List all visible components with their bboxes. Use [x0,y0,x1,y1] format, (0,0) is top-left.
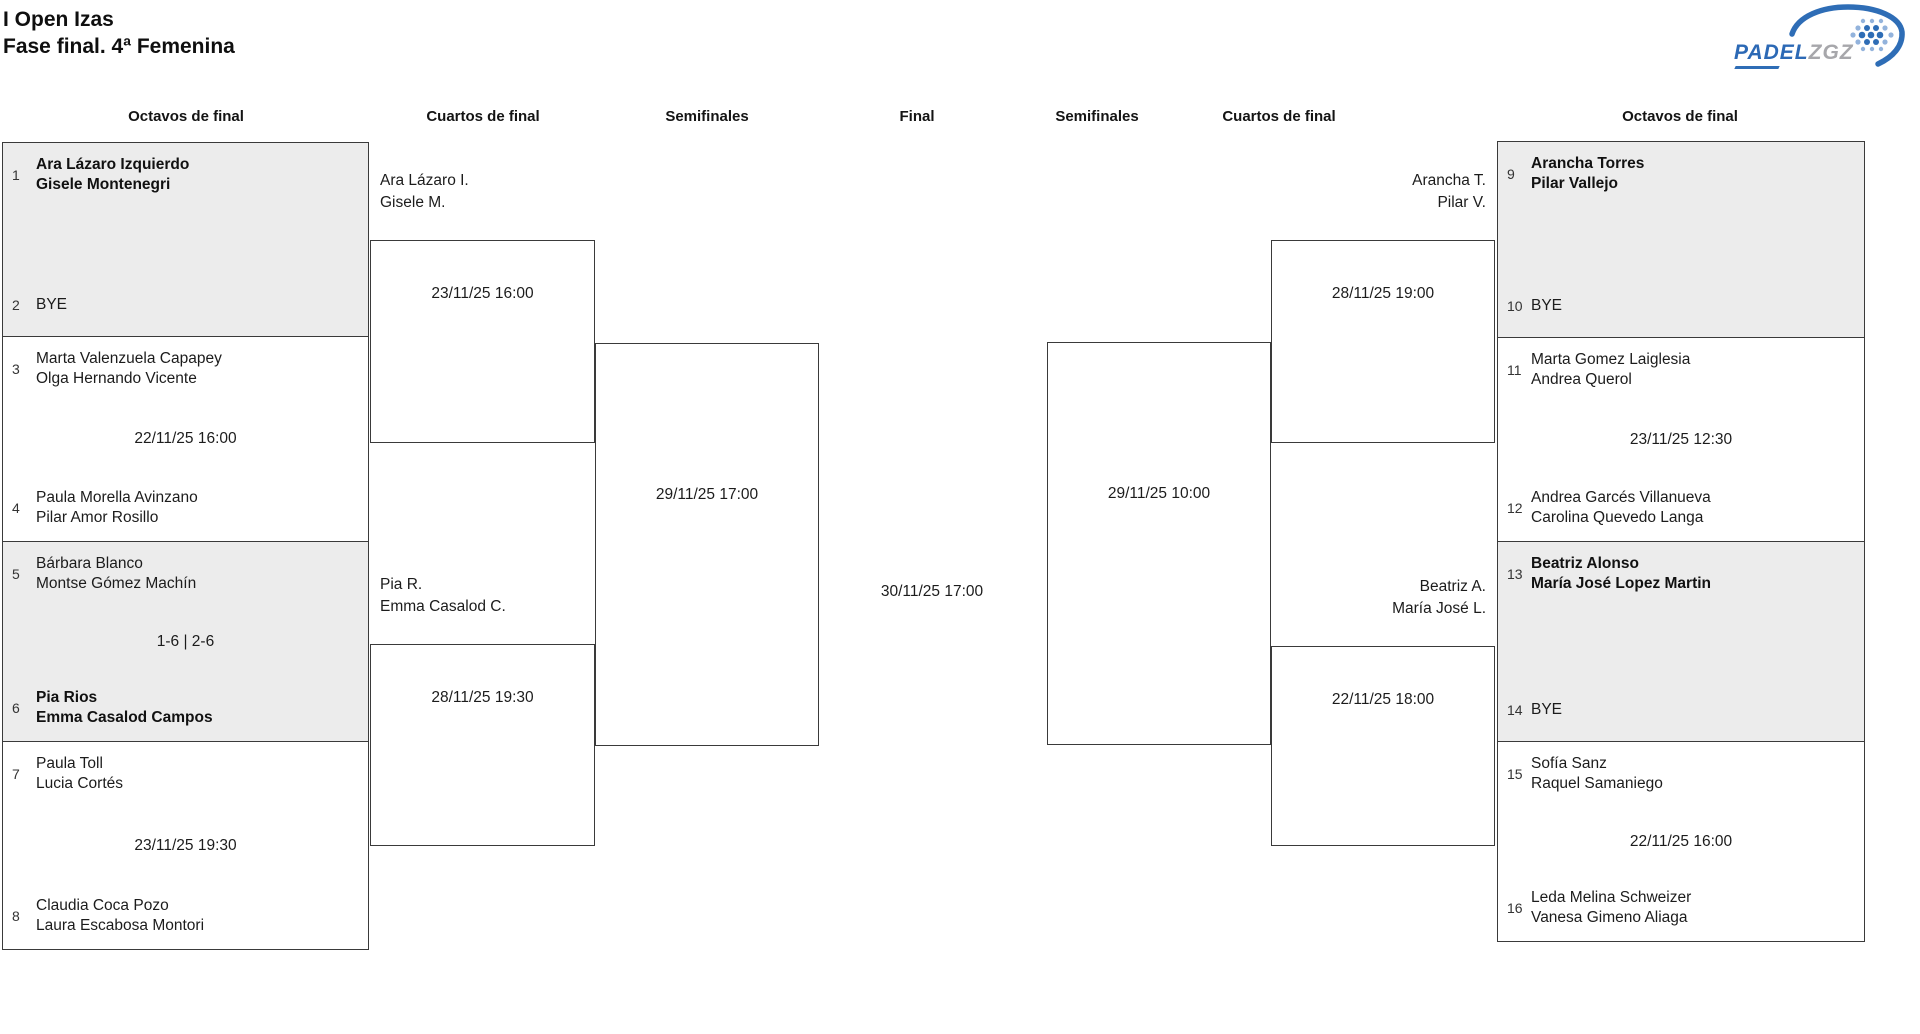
winner-label: Pia R. Emma Casalod C. [380,576,506,615]
match-date: 23/11/25 19:30 [134,836,237,854]
tournament-name: I Open Izas [3,8,114,31]
team-name: Claudia Coca Pozo Laura Escabosa Montori [36,897,205,934]
team-entry: 1 Ara Lázaro Izquierdo Gisele Montenegri [12,155,362,195]
match-box-7-8: 7 Paula Toll Lucia Cortés 23/11/25 19:30… [2,741,369,950]
team-entry: 9 Arancha Torres Pilar Vallejo [1507,154,1858,194]
team-name: Paula Morella Avinzano Pilar Amor Rosill… [36,489,198,526]
team-name: Marta Valenzuela Capapey Olga Hernando V… [36,350,222,387]
padelzgz-logo: PADELZGZ [1722,4,1914,70]
round-header-cuartos-right: Cuartos de final [1222,108,1336,125]
team-name: Pia Rios Emma Casalod Campos [36,689,213,726]
match-date: 29/11/25 17:00 [655,486,759,503]
team-entry: 7 Paula Toll Lucia Cortés [12,754,362,794]
match-box-11-12: 11 Marta Gomez Laiglesia Andrea Querol 2… [1497,337,1865,542]
match-date: 23/11/25 12:30 [1629,430,1733,448]
match-box-9-10: 9 Arancha Torres Pilar Vallejo 10 BYE [1497,141,1865,338]
match-date: 22/11/25 18:00 [1331,691,1435,708]
team-entry: 14 BYE [1507,700,1858,720]
seed-number: 14 [1507,702,1523,718]
quarterfinal-box: 22/11/25 18:00 [1271,646,1495,846]
team-name: BYE [36,296,68,313]
team-name: Andrea Garcés Villanueva Carolina Queved… [1531,489,1711,526]
seed-number: 16 [1507,900,1523,916]
team-entry: 3 Marta Valenzuela Capapey Olga Hernando… [12,349,362,389]
team-entry: 15 Sofía Sanz Raquel Samaniego [1507,754,1858,794]
round-header-semifinales-left: Semifinales [665,108,749,125]
match-box-1-2: 1 Ara Lázaro Izquierdo Gisele Montenegri… [2,142,369,337]
seed-number: 7 [12,766,20,782]
seed-number: 11 [1507,362,1522,378]
team-entry: 2 BYE [12,295,362,315]
team-entry: 10 BYE [1507,296,1858,316]
team-name: Bárbara Blanco Montse Gómez Machín [36,555,197,592]
team-name: Sofía Sanz Raquel Samaniego [1531,755,1663,792]
logo-text-zgz: ZGZ [1808,41,1854,64]
team-entry: 16 Leda Melina Schweizer Vanesa Gimeno A… [1507,888,1858,928]
round-header-octavos-left: Octavos de final [128,108,244,125]
round-header-final: Final [899,108,935,125]
team-entry: 8 Claudia Coca Pozo Laura Escabosa Monto… [12,896,362,936]
seed-number: 8 [12,908,20,924]
team-entry: 13 Beatriz Alonso María José Lopez Marti… [1507,554,1858,594]
match-box-3-4: 3 Marta Valenzuela Capapey Olga Hernando… [2,336,369,542]
team-name: Ara Lázaro Izquierdo Gisele Montenegri [36,156,190,193]
match-date: 29/11/25 10:00 [1107,485,1211,502]
winner-label: Ara Lázaro I. Gisele M. [380,172,469,211]
match-date: 22/11/25 16:00 [1629,832,1733,850]
phase-category: Fase final. 4ª Femenina [3,35,235,58]
logo-underline [1734,66,1780,69]
team-name: Beatriz Alonso María José Lopez Martin [1531,555,1712,592]
team-name: Arancha Torres Pilar Vallejo [1531,155,1645,192]
seed-number: 3 [12,361,20,377]
match-score: 1-6 | 2-6 [156,632,215,650]
team-entry: 6 Pia Rios Emma Casalod Campos [12,688,362,728]
seed-number: 5 [12,566,20,582]
seed-number: 2 [12,297,20,313]
team-name: BYE [1531,297,1563,314]
team-name: BYE [1531,701,1563,718]
match-date: 28/11/25 19:30 [431,689,534,706]
match-date: 22/11/25 16:00 [134,430,237,447]
team-entry: 4 Paula Morella Avinzano Pilar Amor Rosi… [12,488,362,528]
team-entry: 11 Marta Gomez Laiglesia Andrea Querol [1507,350,1858,390]
logo-wordmark: PADELZGZ [1734,41,1854,65]
seed-number: 6 [12,700,20,716]
team-name: Leda Melina Schweizer Vanesa Gimeno Alia… [1531,889,1692,926]
team-entry: 12 Andrea Garcés Villanueva Carolina Que… [1507,488,1858,528]
match-box-5-6: 5 Bárbara Blanco Montse Gómez Machín 1-6… [2,541,369,742]
seed-number: 13 [1507,566,1523,582]
semifinal-box: 29/11/25 17:00 [595,343,819,746]
seed-number: 10 [1507,298,1523,314]
match-date: 23/11/25 16:00 [431,285,534,302]
semifinal-box: 29/11/25 10:00 [1047,342,1271,745]
seed-number: 12 [1507,500,1523,516]
quarterfinal-box: 23/11/25 16:00 [370,240,595,443]
seed-number: 1 [12,167,20,183]
final-match-date: 30/11/25 17:00 [880,583,984,600]
quarterfinal-box: 28/11/25 19:30 [370,644,595,846]
round-header-semifinales-right: Semifinales [1055,108,1139,125]
padel-racket-icon [1789,4,1905,67]
match-date: 28/11/25 19:00 [1331,285,1435,302]
team-entry: 5 Bárbara Blanco Montse Gómez Machín [12,554,362,594]
team-name: Paula Toll Lucia Cortés [36,755,124,792]
match-box-15-16: 15 Sofía Sanz Raquel Samaniego 22/11/25 … [1497,741,1865,942]
seed-number: 15 [1507,766,1523,782]
seed-number: 4 [12,500,20,516]
match-box-13-14: 13 Beatriz Alonso María José Lopez Marti… [1497,541,1865,742]
winner-label: Beatriz A. María José L. [1392,578,1486,617]
winner-label: Arancha T. Pilar V. [1412,172,1486,211]
round-header-cuartos-left: Cuartos de final [426,108,540,125]
page-title: I Open Izas Fase final. 4ª Femenina [3,6,235,60]
quarterfinal-box: 28/11/25 19:00 [1271,240,1495,443]
round-header-octavos-right: Octavos de final [1622,108,1738,125]
team-name: Marta Gomez Laiglesia Andrea Querol [1531,351,1691,388]
logo-text-padel: PADEL [1734,41,1809,64]
seed-number: 9 [1507,166,1515,182]
